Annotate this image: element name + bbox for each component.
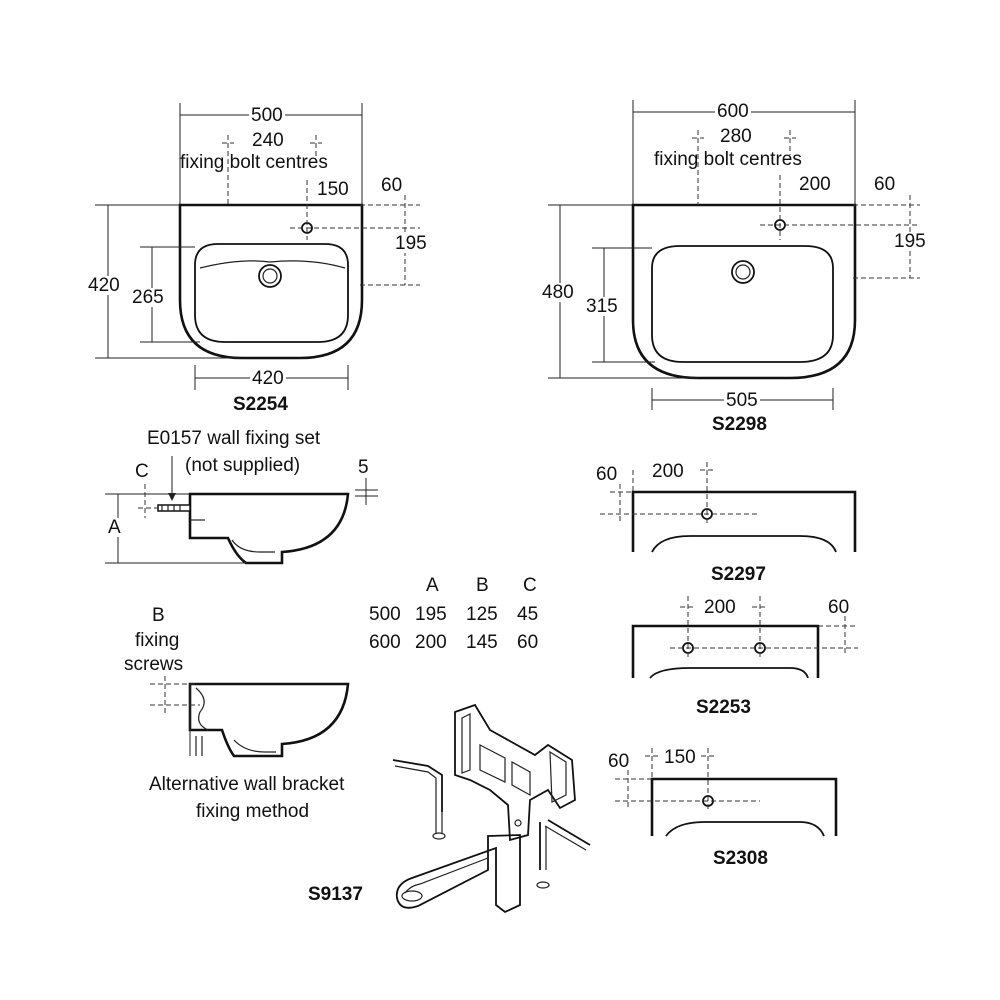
table-header-a: A — [426, 575, 439, 596]
s2298-bowl-width: 505 — [724, 390, 760, 411]
s2254-side-depth: 195 — [393, 233, 429, 254]
s2254-bowl-height: 265 — [130, 287, 166, 308]
dim-a-label: A — [106, 517, 123, 538]
s2254-model-label: S2254 — [233, 394, 288, 415]
table-cell: 200 — [415, 632, 447, 653]
s2298-bowl-height: 315 — [584, 296, 620, 317]
s2298-width: 600 — [715, 101, 751, 122]
s2298-side-depth: 195 — [892, 231, 928, 252]
fixing-set-label: E0157 wall fixing set — [147, 428, 321, 449]
s2253-right: 60 — [828, 597, 850, 618]
not-supplied-label: (not supplied) — [185, 455, 301, 476]
fixing-label: fixing — [135, 630, 180, 651]
screws-label: screws — [124, 654, 184, 675]
s2253-model-label: S2253 — [696, 697, 751, 718]
table-cell: 195 — [415, 604, 447, 625]
s2254-top-gap: 60 — [381, 175, 403, 196]
table-cell: 60 — [517, 632, 539, 653]
s2254-height: 420 — [86, 275, 122, 296]
s2298-top-gap: 60 — [874, 174, 896, 195]
s2308-partial-view — [615, 748, 838, 837]
table-cell: 500 — [369, 604, 401, 625]
s2308-offset: 150 — [662, 747, 698, 768]
s2298-bolt-centres: 280 — [720, 126, 752, 147]
s2253-partial-view — [631, 596, 858, 679]
s2308-left: 60 — [608, 751, 630, 772]
table-cell: 145 — [466, 632, 498, 653]
alt-bracket-view — [150, 676, 350, 758]
table-header-c: C — [523, 575, 537, 596]
table-cell: 45 — [517, 604, 539, 625]
s2298-plan-view — [548, 100, 920, 410]
table-cell: 125 — [466, 604, 498, 625]
s2254-width: 500 — [249, 105, 285, 126]
s2297-offset: 200 — [650, 461, 686, 482]
s9137-bracket-illustration — [392, 703, 591, 914]
s2253-offset: 200 — [702, 597, 738, 618]
s2254-bolt-label: fixing bolt centres — [180, 152, 328, 173]
s2254-bolt-centres: 240 — [252, 130, 284, 151]
dim-b-label: B — [152, 605, 165, 626]
table-cell: 600 — [369, 632, 401, 653]
s2308-model-label: S2308 — [713, 848, 768, 869]
alt-caption-line2: fixing method — [196, 801, 310, 822]
s2298-bolt-label: fixing bolt centres — [654, 149, 802, 170]
s9137-model-label: S9137 — [308, 884, 363, 905]
s2297-partial-view — [600, 462, 857, 553]
s2298-tap-offset: 200 — [797, 174, 833, 195]
gap-5-label: 5 — [358, 457, 369, 478]
s2254-bowl-width: 420 — [250, 368, 286, 389]
dim-c-label: C — [135, 461, 149, 482]
table-header-b: B — [476, 575, 489, 596]
s2297-model-label: S2297 — [711, 564, 766, 585]
s2298-model-label: S2298 — [712, 414, 767, 435]
alt-caption-line1: Alternative wall bracket — [149, 774, 345, 795]
s2254-plan-view — [95, 103, 420, 390]
s2254-tap-offset: 150 — [315, 179, 351, 200]
s2298-height: 480 — [540, 282, 576, 303]
s2297-left: 60 — [596, 464, 618, 485]
